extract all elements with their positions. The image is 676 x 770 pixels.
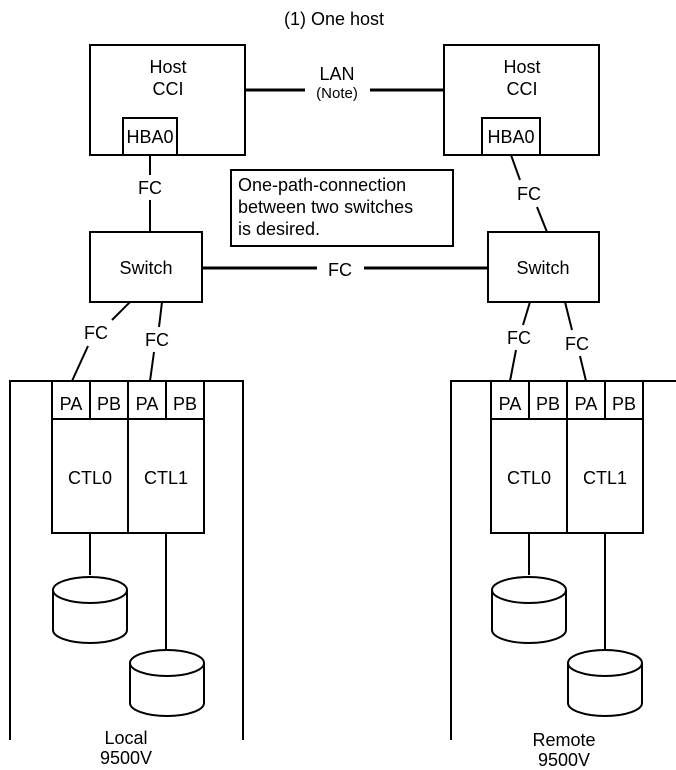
remote-port-pa-0 bbox=[490, 380, 530, 420]
local-disk-0 bbox=[52, 576, 128, 644]
left-hba-label: HBA0 bbox=[126, 127, 173, 147]
local-port-pa-1-label: PA bbox=[136, 394, 159, 414]
right-hba-box bbox=[481, 117, 541, 156]
remote-storage-array: PA PB PA PB CTL0 CTL1 Remote 9500V bbox=[450, 380, 676, 770]
left-fc-a-link-top bbox=[111, 301, 131, 321]
lan-note-label: (Note) bbox=[316, 85, 358, 102]
local-ctl0-label: CTL0 bbox=[68, 468, 112, 488]
right-fc-a-label: FC bbox=[507, 328, 531, 348]
diagram-title: (1) One host bbox=[284, 9, 384, 29]
remote-disk-0 bbox=[491, 576, 567, 644]
local-array-model: 9500V bbox=[100, 748, 152, 768]
left-fc-b-link-bottom bbox=[149, 351, 155, 382]
remote-port-pa-1-label: PA bbox=[575, 394, 598, 414]
remote-array-name: Remote bbox=[532, 730, 595, 750]
left-fc-b-link-top bbox=[158, 301, 163, 328]
right-host-label: Host bbox=[503, 57, 540, 77]
lan-label: LAN bbox=[319, 64, 354, 84]
left-fc-a-label: FC bbox=[84, 323, 108, 343]
right-switch-label: Switch bbox=[516, 258, 569, 278]
note-line-1: One-path-connection bbox=[238, 175, 406, 195]
right-fc-b-label: FC bbox=[565, 334, 589, 354]
remote-ctl1-box bbox=[566, 418, 644, 534]
right-fc-b-link-bottom bbox=[579, 355, 587, 382]
local-ctl1-box bbox=[127, 418, 205, 534]
remote-port-pa-0-label: PA bbox=[499, 394, 522, 414]
note-box bbox=[230, 169, 454, 247]
remote-array-model: 9500V bbox=[538, 750, 590, 770]
left-host-fc-label: FC bbox=[138, 178, 162, 198]
right-hba-link-bottom bbox=[536, 206, 548, 233]
local-ctl1-label: CTL1 bbox=[144, 468, 188, 488]
local-port-pb-1 bbox=[165, 380, 205, 420]
remote-port-pb-0 bbox=[528, 380, 568, 420]
local-storage-array: PA PB PA PB CTL0 CTL1 Local 9500V bbox=[9, 380, 244, 768]
right-fc-b-link-top bbox=[564, 301, 573, 331]
right-host-fc-label: FC bbox=[517, 184, 541, 204]
left-host-cci-label: CCI bbox=[153, 79, 184, 99]
remote-disk-1 bbox=[567, 649, 643, 717]
right-host-cci-label: CCI bbox=[507, 79, 538, 99]
remote-port-pb-1-label: PB bbox=[612, 394, 636, 414]
remote-ctl0-label: CTL0 bbox=[507, 468, 551, 488]
isl-fc-label: FC bbox=[328, 260, 352, 280]
left-fc-b-label: FC bbox=[145, 330, 169, 350]
local-port-pb-1-label: PB bbox=[173, 394, 197, 414]
note-line-3: is desired. bbox=[238, 219, 320, 239]
right-fc-a-link-top bbox=[522, 301, 531, 326]
remote-port-pb-0-label: PB bbox=[536, 394, 560, 414]
local-port-pb-0-label: PB bbox=[97, 394, 121, 414]
left-switch-box bbox=[89, 231, 203, 303]
local-port-pa-0-label: PA bbox=[60, 394, 83, 414]
right-host-box bbox=[443, 44, 600, 156]
left-switch-label: Switch bbox=[119, 258, 172, 278]
right-fc-a-link-bottom bbox=[509, 349, 517, 382]
remote-ctl0-box bbox=[490, 418, 568, 534]
remote-ctl1-label: CTL1 bbox=[583, 468, 627, 488]
right-hba-label: HBA0 bbox=[487, 127, 534, 147]
left-fc-a-link-bottom bbox=[71, 345, 89, 382]
right-hba-link-top bbox=[510, 154, 521, 181]
left-host-label: Host bbox=[149, 57, 186, 77]
local-array-name: Local bbox=[104, 728, 147, 748]
right-switch-box bbox=[487, 231, 600, 303]
note-line-2: between two switches bbox=[238, 197, 413, 217]
local-disk-1 bbox=[129, 649, 205, 717]
